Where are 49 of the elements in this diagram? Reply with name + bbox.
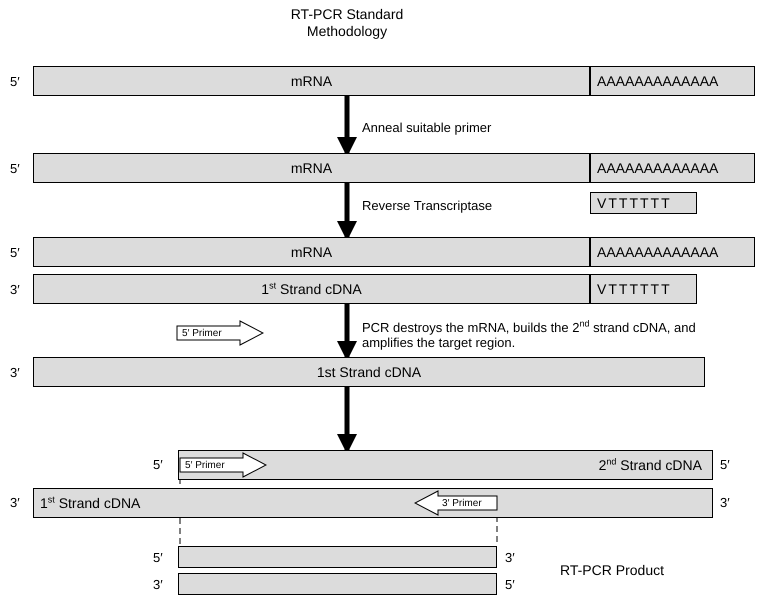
end-label: 5′ bbox=[720, 457, 730, 472]
edge-label: Anneal suitable primer bbox=[362, 120, 492, 135]
sequence-label: AAAAAAAAAAAAA bbox=[597, 244, 718, 260]
end-label: 3′ bbox=[10, 365, 20, 380]
primer-symbol bbox=[176, 320, 264, 346]
sequence-label: VTTTTTT bbox=[597, 281, 672, 297]
end-label: 5′ bbox=[10, 74, 20, 89]
strand-label: mRNA bbox=[290, 73, 332, 89]
end-label: 3′ bbox=[720, 495, 730, 510]
sequence-label: AAAAAAAAAAAAA bbox=[597, 160, 718, 176]
sequence-label: VTTTTTT bbox=[597, 195, 672, 211]
strand-bar bbox=[178, 450, 713, 480]
product-label: RT-PCR Product bbox=[560, 562, 664, 578]
strand-label: mRNA bbox=[290, 160, 332, 176]
edge-label: Reverse Transcriptase bbox=[362, 198, 492, 213]
strand-bar bbox=[33, 357, 705, 387]
strand-bar bbox=[178, 546, 497, 568]
strand-label: mRNA bbox=[290, 244, 332, 260]
end-label: 3′ bbox=[10, 495, 20, 510]
strand-label: 2$^{nd}$ Strand cDNA bbox=[598, 457, 702, 473]
end-label: 5′ bbox=[10, 245, 20, 260]
strand-label: 1$^{st}$ Strand cDNA bbox=[40, 495, 140, 511]
sequence-segment bbox=[590, 237, 755, 267]
strand-bar bbox=[178, 573, 497, 595]
primer-label: 5′ Primer bbox=[184, 460, 225, 470]
strand-label: 1st Strand cDNA bbox=[316, 364, 422, 380]
sequence-segment bbox=[590, 66, 755, 96]
primer-label: 5′ Primer bbox=[181, 328, 222, 338]
end-label: 5′ bbox=[153, 550, 163, 565]
primer-label: 3′ Primer bbox=[441, 498, 482, 508]
end-label: 5′ bbox=[153, 457, 163, 472]
end-label: 3′ bbox=[153, 577, 163, 592]
strand-bar bbox=[33, 274, 590, 304]
end-label: 5′ bbox=[10, 161, 20, 176]
primer-symbol bbox=[179, 452, 267, 478]
sequence-label: AAAAAAAAAAAAA bbox=[597, 73, 718, 89]
strand-bar bbox=[33, 66, 590, 96]
end-label: 5′ bbox=[505, 577, 515, 592]
title: RT-PCR Standard Methodology bbox=[290, 6, 404, 40]
sequence-segment bbox=[590, 153, 755, 183]
strand-bar bbox=[33, 153, 590, 183]
end-label: 3′ bbox=[505, 550, 515, 565]
strand-bar bbox=[33, 488, 713, 518]
sequence-segment bbox=[590, 274, 697, 304]
strand-bar bbox=[33, 237, 590, 267]
sequence-segment bbox=[590, 192, 697, 214]
strand-label: 1$^{st}$ Strand cDNA bbox=[261, 281, 362, 297]
end-label: 3′ bbox=[10, 282, 20, 297]
primer-symbol bbox=[414, 490, 498, 516]
